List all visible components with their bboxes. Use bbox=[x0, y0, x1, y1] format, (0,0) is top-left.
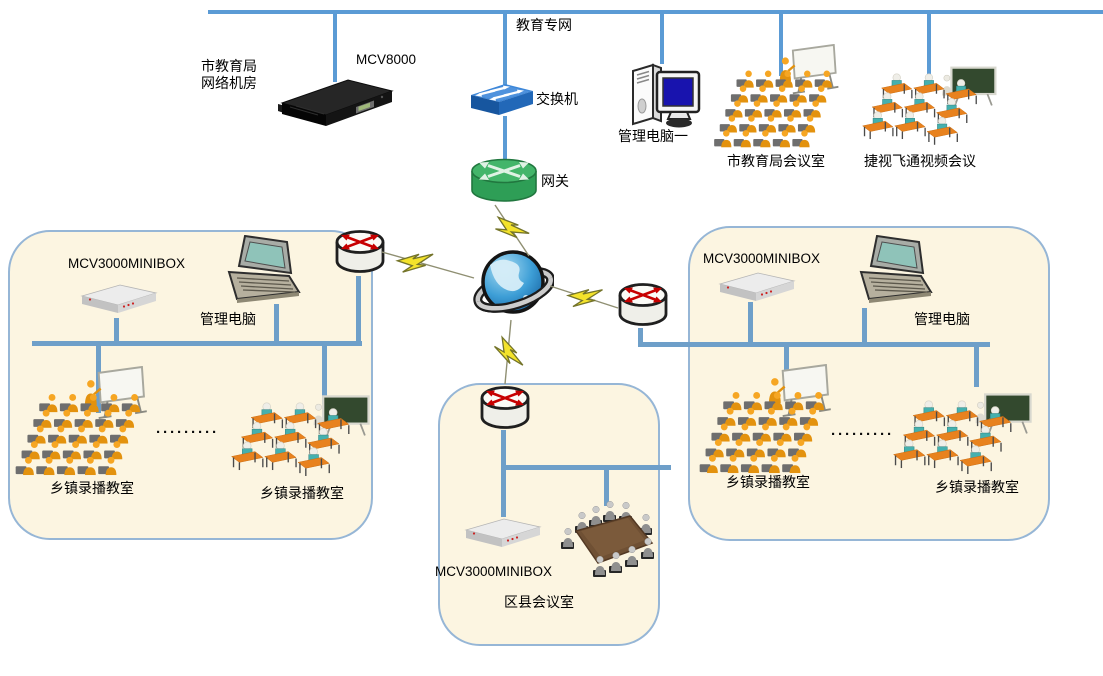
left-access-router-icon bbox=[333, 226, 387, 278]
lightning-link-icon bbox=[490, 204, 530, 257]
network-line bbox=[501, 465, 671, 470]
admin-laptop-icon bbox=[859, 235, 933, 307]
left-admin-pc-label: 管理电脑 bbox=[200, 311, 256, 327]
network-line bbox=[974, 347, 979, 387]
left-classroom2-label: 乡镇录播教室 bbox=[260, 485, 344, 501]
admin-laptop-icon bbox=[227, 235, 301, 307]
lightning-link-icon bbox=[549, 279, 619, 312]
township-classroom-icon bbox=[694, 364, 838, 478]
network-line bbox=[114, 318, 119, 341]
network-line bbox=[274, 304, 279, 341]
minibox-device-icon bbox=[716, 271, 798, 305]
network-line bbox=[32, 341, 362, 346]
district-access-router-icon bbox=[478, 382, 532, 434]
admin-desktop-pc-icon bbox=[627, 58, 701, 132]
township-classroom-icon bbox=[10, 366, 154, 480]
hq-room-label: 市教育局 网络机房 bbox=[201, 58, 257, 92]
district-minibox-label: MCV3000MINIBOX bbox=[435, 564, 553, 579]
network-line bbox=[333, 12, 337, 82]
left-classroom1-label: 乡镇录播教室 bbox=[50, 480, 134, 496]
left-minibox-label: MCV3000MINIBOX bbox=[68, 256, 186, 271]
video-conference-classroom-icon bbox=[856, 62, 998, 150]
hq-room-label-line2: 网络机房 bbox=[201, 75, 257, 91]
video-conference-label: 捷视飞通视频会议 bbox=[864, 153, 976, 169]
conference-classroom-icon bbox=[710, 44, 844, 152]
minibox-device-icon bbox=[462, 516, 544, 552]
network-line bbox=[638, 328, 643, 342]
district-room-label: 区县会议室 bbox=[504, 594, 574, 610]
network-line bbox=[638, 342, 990, 347]
left-ellipsis: ········· bbox=[156, 424, 219, 441]
network-line bbox=[784, 347, 789, 391]
hq-conference-room-label: 市教育局会议室 bbox=[727, 153, 825, 169]
network-line bbox=[501, 430, 506, 517]
switch-label: 交换机 bbox=[536, 91, 578, 107]
admin-pc1-label: 管理电脑一 bbox=[618, 128, 688, 144]
right-access-router-icon bbox=[616, 279, 670, 331]
township-classroom-icon bbox=[884, 392, 1036, 476]
lightning-link-icon bbox=[381, 244, 475, 280]
gateway-label: 网关 bbox=[541, 173, 569, 189]
conference-table-icon bbox=[556, 499, 658, 585]
township-zone-left bbox=[8, 230, 373, 540]
backbone-label: 教育专网 bbox=[516, 17, 572, 33]
network-line bbox=[503, 116, 507, 162]
network-line bbox=[503, 12, 507, 88]
right-admin-pc-label: 管理电脑 bbox=[914, 311, 970, 327]
network-line bbox=[862, 308, 867, 342]
network-line bbox=[927, 12, 931, 76]
hq-room-label-line1: 市教育局 bbox=[201, 58, 257, 74]
network-line bbox=[748, 302, 753, 342]
network-line bbox=[356, 276, 361, 341]
backbone-line bbox=[208, 10, 1103, 14]
network-line bbox=[660, 12, 664, 64]
mcv8000-label: MCV8000 bbox=[356, 52, 417, 67]
township-classroom-icon bbox=[222, 394, 374, 478]
mcv8000-server-icon bbox=[278, 76, 398, 132]
network-line bbox=[322, 346, 327, 404]
right-minibox-label: MCV3000MINIBOX bbox=[703, 251, 821, 266]
right-ellipsis: ········· bbox=[831, 426, 894, 443]
right-classroom1-label: 乡镇录播教室 bbox=[726, 474, 810, 490]
switch-icon bbox=[469, 82, 535, 120]
lightning-link-icon bbox=[492, 319, 524, 385]
network-line bbox=[779, 12, 783, 76]
network-line bbox=[604, 468, 609, 506]
right-classroom2-label: 乡镇录播教室 bbox=[935, 479, 1019, 495]
gateway-router-icon bbox=[468, 155, 540, 207]
minibox-device-icon bbox=[78, 283, 160, 317]
